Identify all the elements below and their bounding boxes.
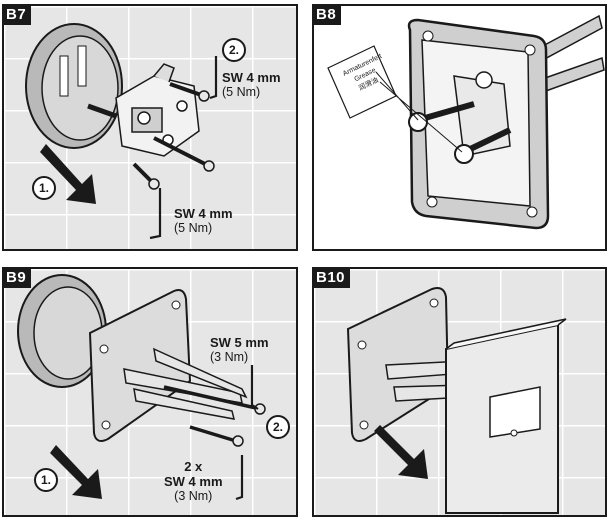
screw-icon [87,82,215,190]
panel-b8: Armaturenfett Grease 润滑油 B8 [312,4,607,251]
panel-b7: B7 1. 2. SW 4 mm (5 Nm) SW 4 mm (5 Nm) [2,4,298,251]
b8-illustration: Armaturenfett Grease 润滑油 [314,6,605,249]
torque: (5 Nm) [222,85,261,99]
panel-b10: B10 [312,267,607,517]
tool-size: SW 4 mm [222,70,281,85]
tool-label-top: SW 4 mm (5 Nm) [222,70,281,100]
push-arrow-icon [374,425,428,479]
tool-label-bottom: SW 4 mm (5 Nm) [174,206,233,236]
push-arrow-icon [40,144,96,204]
step-number-2: 2. [222,38,246,62]
tool-label-bottom: 2 x SW 4 mm (3 Nm) [164,459,223,504]
tool-label-top: SW 5 mm (3 Nm) [210,335,269,365]
wall-box-icon [17,274,107,388]
screw-icon [163,385,266,447]
tool-size: SW 5 mm [210,335,269,350]
step-tag-b7: B7 [4,6,32,25]
cover-plate-icon [445,318,567,514]
torque: (3 Nm) [174,489,213,503]
allen-key-icon [235,365,259,501]
grease-label-card [327,45,463,153]
allen-key-icon [149,56,218,240]
b9-illustration [4,269,296,515]
wall-box-icon [25,23,123,149]
torque: (5 Nm) [174,221,213,235]
step-tag-b9: B9 [4,269,32,288]
valve-body-icon [408,71,512,164]
step-number-1: 1. [32,176,56,200]
valve-body-icon [115,63,200,157]
tool-size: SW 4 mm [174,206,233,221]
mounting-plate-icon [88,289,192,442]
b7-illustration [4,6,296,249]
step-number-2: 2. [266,415,290,439]
step-tag-b8: B8 [314,6,342,25]
panel-b9: B9 1. 2. SW 5 mm (3 Nm) 2 x SW 4 mm (3 N… [2,267,298,517]
torque: (3 Nm) [210,350,249,364]
tool-qty: 2 x [184,459,203,474]
tool-size: SW 4 mm [164,474,223,489]
step-number-1: 1. [34,468,58,492]
push-arrow-icon [50,445,102,499]
step-tag-b10: B10 [314,269,351,288]
b10-illustration [314,269,605,515]
